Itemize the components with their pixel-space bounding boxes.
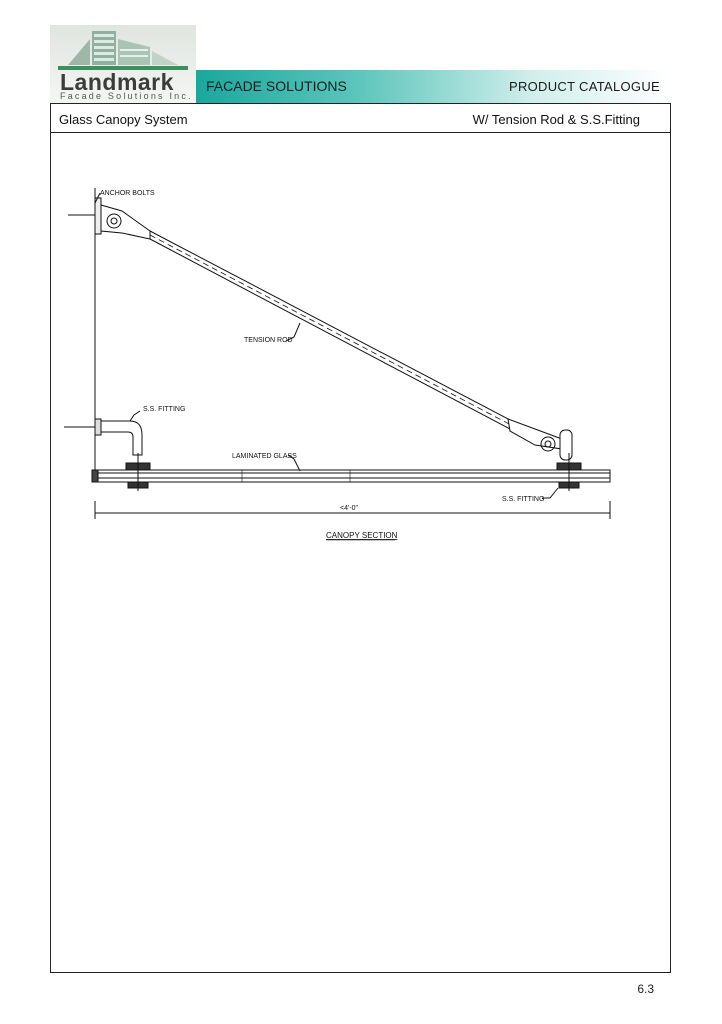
catalogue-label: PRODUCT CATALOGUE: [508, 79, 660, 94]
label-tension-rod: TENSION ROD: [244, 337, 293, 344]
ss-fitting-upper: [94, 418, 143, 456]
wall-edge-block: [91, 469, 99, 483]
clevis-lower: [507, 418, 573, 461]
anchor-bracket: [94, 197, 151, 240]
laminated-glass-leader: [287, 454, 301, 472]
section-label: FACADE SOLUTIONS: [206, 78, 347, 94]
glass-clamp-left: [125, 453, 151, 491]
drawing-caption: CANOPY SECTION: [326, 531, 398, 540]
logo-tagline: Facade Solutions Inc.: [60, 91, 193, 101]
canopy-section-drawing: ANCHOR BOLTS TENSION ROD S.S. FITTING LA…: [64, 188, 611, 541]
product-title: Glass Canopy System: [59, 112, 188, 127]
label-ss-fitting-lower: S.S. FITTING: [502, 496, 544, 503]
dimension-line: [94, 501, 611, 519]
label-ss-fitting-upper: S.S. FITTING: [143, 406, 185, 413]
ss-fitting-lower-leader: [542, 487, 559, 499]
tension-rod: [149, 230, 513, 430]
anchor-leader: [94, 192, 101, 204]
label-laminated-glass: LAMINATED GLASS: [232, 453, 297, 460]
logo-wordmark: Landmark: [60, 69, 174, 95]
label-anchor-bolts: ANCHOR BOLTS: [100, 190, 155, 197]
tension-rod-leader: [285, 322, 301, 342]
sub-header: Glass Canopy System W/ Tension Rod & S.S…: [51, 104, 670, 133]
company-logo: [50, 25, 196, 103]
laminated-glass: [94, 469, 611, 483]
ss-fitting-upper-leader: [129, 410, 141, 422]
product-variant: W/ Tension Rod & S.S.Fitting: [472, 112, 640, 127]
glass-clamp-right: [556, 453, 582, 491]
header-banner: FACADE SOLUTIONS PRODUCT CATALOGUE: [196, 70, 672, 103]
building-logo-icon: [58, 31, 188, 70]
page-number: 6.3: [637, 982, 654, 996]
page-frame: Glass Canopy System W/ Tension Rod & S.S…: [50, 103, 671, 973]
label-dimension: <4'-0": [340, 505, 359, 512]
